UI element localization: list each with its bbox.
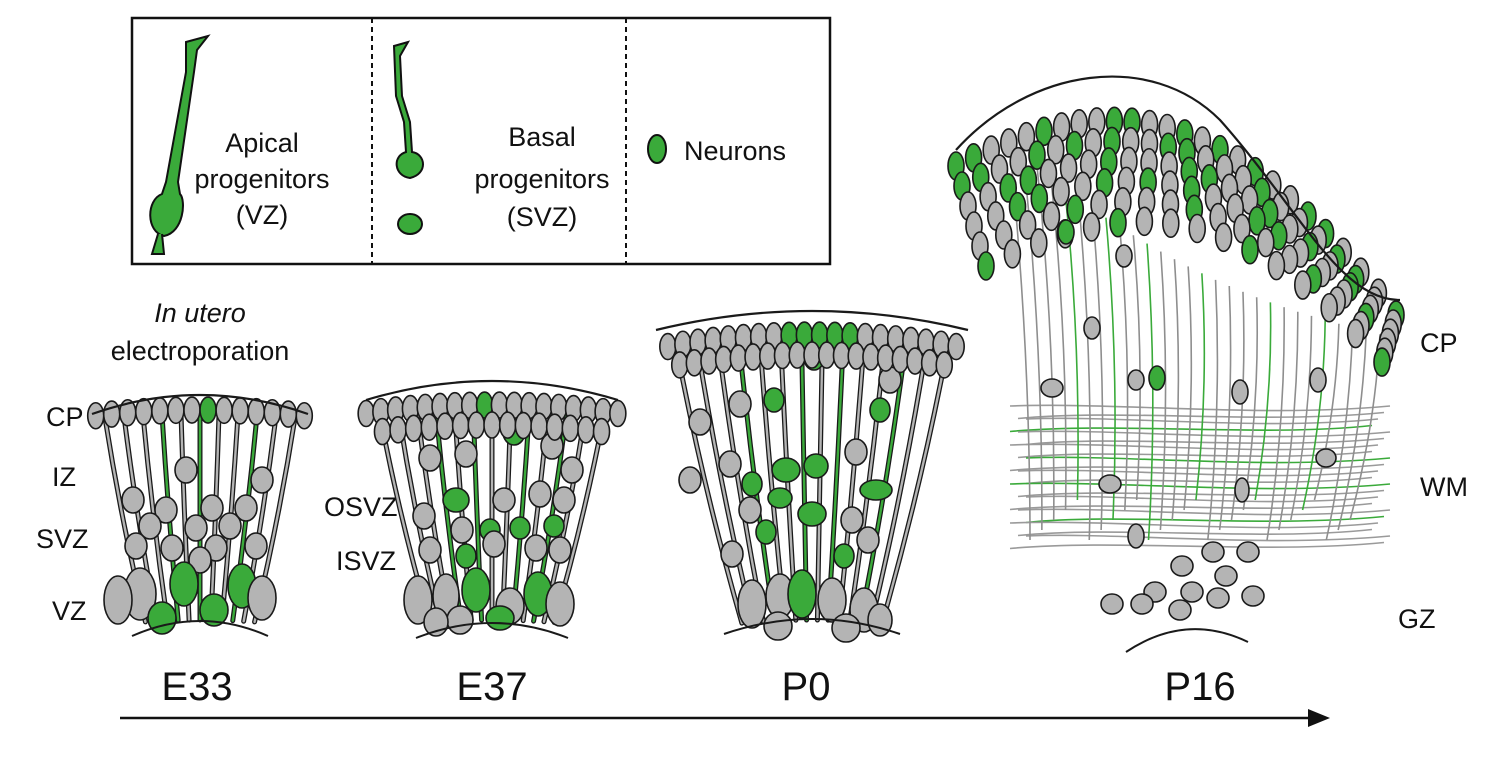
legend: Apical progenitors (VZ) Basal progenitor… [130,16,832,266]
cortex-panel-e37 [357,379,627,639]
method-label-line2: electroporation [111,336,290,366]
apical-label-line2: progenitors [194,164,329,194]
stage-label-p16: P16 [1164,665,1235,709]
neuron-icon [647,134,667,164]
zone-label-iz: IZ [52,462,76,492]
zone-label-vz: VZ [52,596,87,626]
apical-progenitor-icon [149,34,211,255]
time-arrow [120,709,1330,727]
basal-progenitor-icon [392,40,424,235]
zone-label-cp: CP [46,402,84,432]
cortex-panel-p16 [947,75,1405,653]
zone-label-osvz: OSVZ [324,492,398,522]
zone-label-wm: WM [1420,472,1468,502]
zone-label-svz: SVZ [36,524,89,554]
stage-label-e33: E33 [161,665,232,709]
basal-label-line3: (SVZ) [507,202,578,232]
zone-label-isvz: ISVZ [336,546,396,576]
apical-label-line3: (VZ) [236,200,288,230]
stage-label-e37: E37 [456,665,527,709]
stage-label-p0: P0 [782,665,831,709]
apical-label-line1: Apical [225,128,299,158]
neurons-label: Neurons [684,136,786,166]
cortex-panel-e33 [86,393,314,637]
zone-label-gz: GZ [1398,604,1436,634]
cortex-panel-p0 [655,309,969,643]
method-label-line1: In utero [154,298,246,328]
zone-label-cp-p16: CP [1420,328,1458,358]
basal-label-line2: progenitors [474,164,609,194]
basal-label-line1: Basal [508,122,576,152]
